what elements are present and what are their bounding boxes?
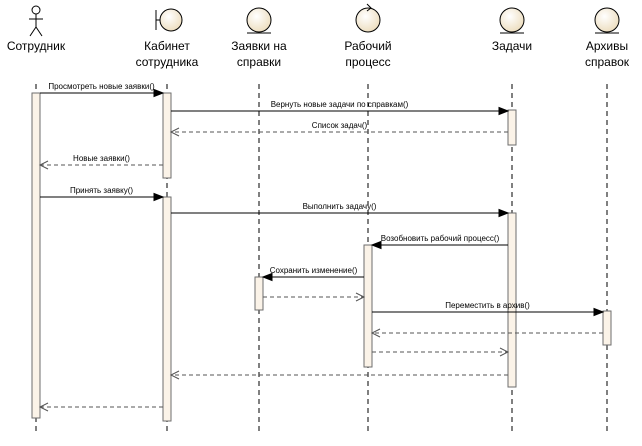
message-12 [372, 347, 510, 357]
entity-icon [499, 7, 525, 34]
arrowhead-open-icon [169, 127, 180, 137]
arrowhead-filled-icon [261, 272, 273, 282]
activation-bar [31, 92, 41, 419]
participant-workflow: Рабочий процесс [344, 3, 392, 69]
message-5: Принять заявку() [40, 186, 165, 202]
message-9 [263, 292, 366, 302]
arrowhead-filled-icon [498, 106, 510, 116]
message-label: Сохранить изменение() [270, 266, 358, 275]
participant-name: Рабочий [344, 39, 391, 53]
message-label: Вернуть новые задачи по справкам() [271, 100, 409, 109]
arrowhead-open-icon [370, 328, 381, 338]
entity-icon [246, 7, 272, 34]
message-label: Возобновить рабочий процесс() [381, 234, 500, 243]
message-8: Сохранить изменение() [261, 266, 364, 282]
message-2: Вернуть новые задачи по справкам() [171, 100, 510, 116]
participant-employee: Сотрудник [7, 5, 66, 53]
arrowhead-open-icon [169, 370, 180, 380]
participant-name: справок [585, 55, 630, 69]
activations-layer [31, 92, 612, 422]
participant-tasks: Задачи [492, 7, 532, 53]
message-label: Принять заявку() [70, 186, 133, 195]
message-10: Переместить в архив() [372, 301, 605, 317]
participant-cabinet: Кабинет сотрудника [136, 8, 199, 69]
message-label: Выполнить задачу() [303, 202, 377, 211]
activation-bar [602, 310, 612, 346]
participant-name: Кабинет [144, 39, 190, 53]
arrowhead-open-icon [355, 292, 366, 302]
message-3: Список задач() [169, 121, 508, 137]
message-6: Выполнить задачу() [171, 202, 510, 218]
activation-bar [507, 212, 517, 388]
arrowhead-filled-icon [153, 192, 165, 202]
lifelines-layer [35, 84, 608, 434]
message-4: Новые заявки() [38, 154, 163, 170]
participant-name: Заявки на [231, 39, 287, 53]
boundary-icon [155, 8, 183, 32]
activation-bar [507, 109, 517, 146]
entity-icon [594, 7, 620, 34]
arrowhead-open-icon [38, 160, 49, 170]
arrowhead-filled-icon [153, 88, 165, 98]
participant-name: справки [237, 55, 281, 69]
participant-name: процесс [345, 55, 390, 69]
participant-name: Архивы [586, 39, 628, 53]
control-icon [355, 3, 381, 33]
participant-requests: Заявки на справки [231, 7, 287, 69]
arrowhead-open-icon [499, 347, 510, 357]
message-label: Новые заявки() [73, 154, 130, 163]
participant-name: Сотрудник [7, 39, 66, 53]
participant-archives: Архивы справок [585, 7, 630, 69]
message-label: Переместить в архив() [445, 301, 530, 310]
message-label: Список задач() [312, 121, 368, 130]
activation-bar [162, 92, 172, 179]
activation-bar [162, 196, 172, 422]
arrowhead-filled-icon [498, 208, 510, 218]
message-label: Просмотреть новые заявки() [48, 82, 155, 91]
arrowhead-filled-icon [370, 240, 382, 250]
participants-layer: Сотрудник Кабинет сотрудника Заявки на справ… [7, 3, 630, 69]
participant-name: сотрудника [136, 55, 199, 69]
message-13 [169, 370, 508, 380]
activation-bar [254, 276, 264, 311]
message-7: Возобновить рабочий процесс() [370, 234, 508, 250]
message-11 [370, 328, 603, 338]
messages-layer: Просмотреть новые заявки() Вернуть новые … [38, 82, 605, 412]
message-14 [38, 402, 163, 412]
arrowhead-filled-icon [593, 307, 605, 317]
actor-icon [29, 5, 43, 37]
arrowhead-open-icon [38, 402, 49, 412]
activation-bar [363, 244, 373, 368]
message-1: Просмотреть новые заявки() [40, 82, 165, 98]
participant-name: Задачи [492, 39, 532, 53]
